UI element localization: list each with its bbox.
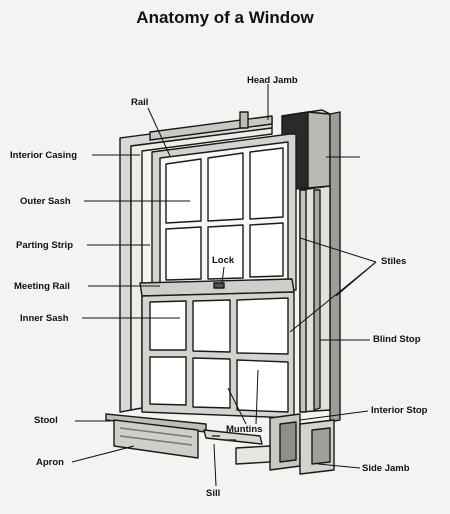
label-lock: Lock: [212, 255, 235, 266]
diagram-title: Anatomy of a Window: [136, 8, 314, 27]
label-parting-strip: Parting Strip: [16, 240, 74, 251]
label-interior-stop: Interior Stop: [371, 405, 428, 416]
label-stiles: Stiles: [381, 256, 407, 267]
label-muntins: Muntins: [226, 424, 263, 435]
label-side-jamb: Side Jamb: [362, 463, 410, 474]
label-inner-sash: Inner Sash: [20, 313, 69, 324]
label-interior-casing: Interior Casing: [10, 150, 78, 161]
label-blind-stop: Blind Stop: [373, 334, 421, 345]
label-head-jamb: Head Jamb: [247, 75, 298, 86]
label-sill: Sill: [206, 488, 221, 499]
label-rail: Rail: [131, 97, 149, 108]
label-meeting-rail: Meeting Rail: [14, 281, 70, 292]
label-outer-sash: Outer Sash: [20, 196, 71, 207]
leader-lines: [71, 84, 377, 487]
label-apron: Apron: [36, 457, 64, 468]
label-stool: Stool: [34, 415, 58, 426]
